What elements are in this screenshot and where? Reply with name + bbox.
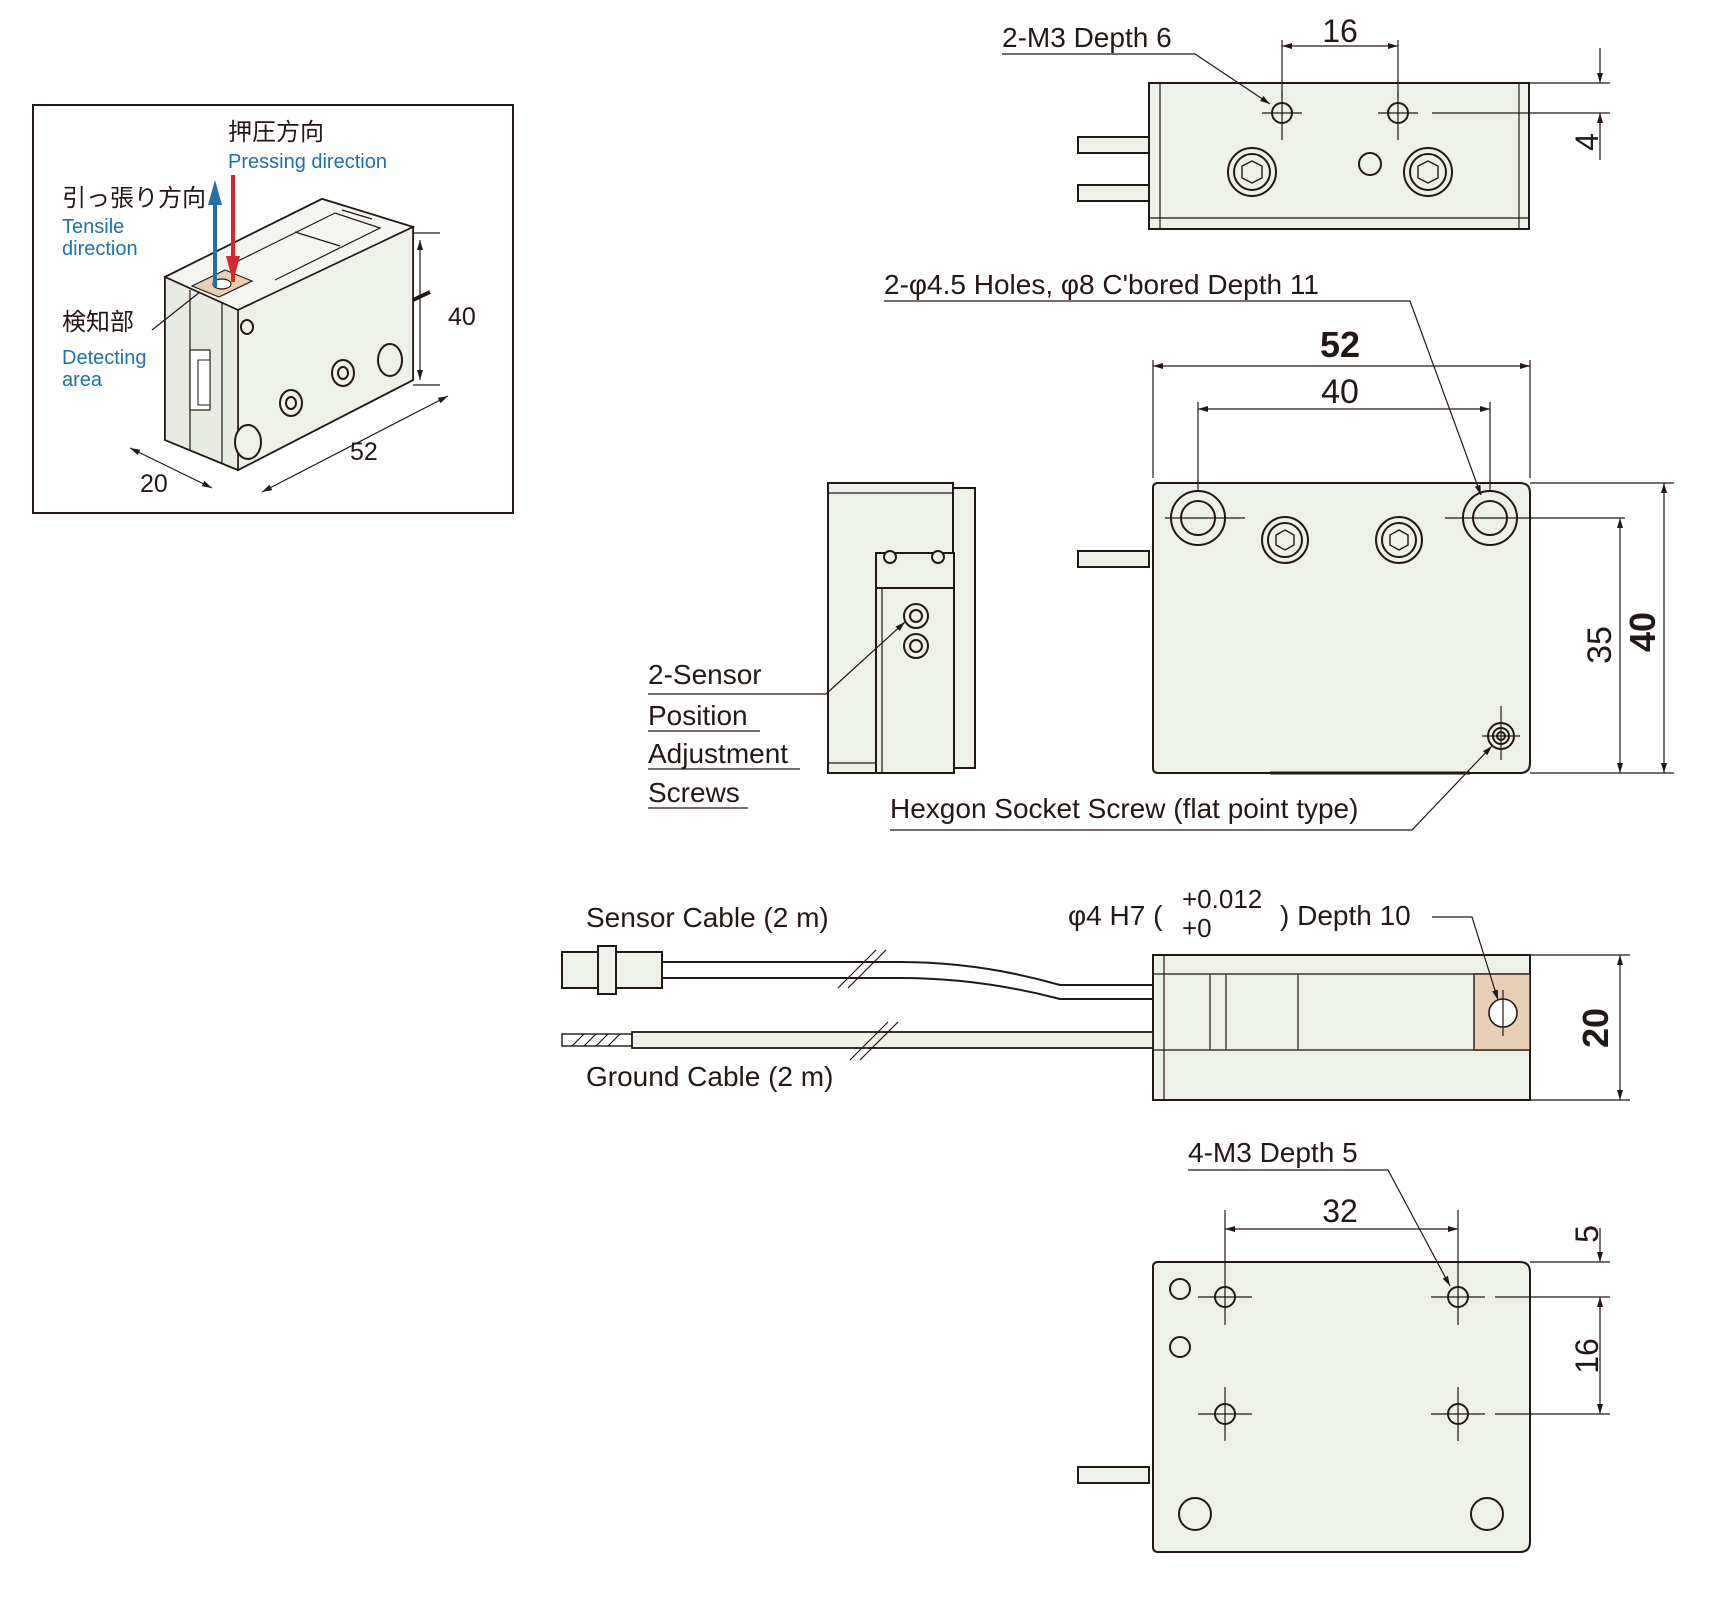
front-view: 52 40 35 40 2-φ4.5 Holes, φ8 C'bored Dep… [884, 269, 1674, 831]
top-view: 16 2-M3 Depth 6 4 [1002, 13, 1610, 230]
h7-tol-lower: +0 [1182, 913, 1212, 943]
detecting-en-1: Detecting [62, 347, 147, 369]
rear-dim-offset: 5 [1569, 1225, 1605, 1243]
rear-view: 32 4-M3 Depth 5 5 16 [1077, 1137, 1610, 1553]
front-dim-hole-height: 35 [1581, 626, 1619, 664]
iso-dim-width: 20 [140, 470, 168, 498]
bottom-view-body [1152, 954, 1531, 1101]
side-callout-2: Position [648, 700, 748, 731]
tensile-arrow [208, 180, 222, 205]
front-callout-holes: 2-φ4.5 Holes, φ8 C'bored Depth 11 [884, 269, 1319, 300]
h7-hole-prefix: φ4 H7 ( [1068, 900, 1163, 931]
front-dim-overall-height: 40 [1622, 612, 1663, 652]
ground-cable-label: Ground Cable (2 m) [586, 1061, 833, 1092]
front-view-body [1152, 482, 1531, 774]
pressing-en: Pressing direction [228, 151, 387, 173]
sensor-cable-label: Sensor Cable (2 m) [586, 902, 829, 933]
isometric-view: 押圧方向 Pressing direction 引っ張り方向 Tensile d… [32, 104, 514, 514]
iso-dim-height: 40 [448, 303, 476, 331]
bottom-dim-thickness: 20 [1575, 1008, 1616, 1048]
front-dim-overall-width: 52 [1320, 324, 1360, 365]
tensile-jp: 引っ張り方向 [62, 185, 206, 212]
h7-hole-suffix: ) Depth 10 [1280, 900, 1411, 931]
side-callout-4: Screws [648, 777, 740, 808]
rear-dim-pitch-x: 32 [1322, 1193, 1358, 1229]
detecting-en-2: area [62, 369, 103, 391]
pressing-arrow [226, 256, 240, 282]
h7-tol-upper: +0.012 [1182, 884, 1262, 914]
front-dim-hole-pitch: 40 [1321, 373, 1359, 411]
front-callout-screw: Hexgon Socket Screw (flat point type) [890, 793, 1358, 824]
tensile-en-2: direction [62, 238, 138, 260]
side-view: 2-Sensor Position Adjustment Screws [648, 482, 976, 809]
top-view-body [1148, 82, 1530, 230]
detecting-jp: 検知部 [62, 309, 134, 336]
iso-dim-length: 52 [350, 438, 378, 466]
side-callout-1: 2-Sensor [648, 659, 762, 690]
top-callout: 2-M3 Depth 6 [1002, 22, 1172, 53]
bottom-view: Sensor Cable (2 m) Ground Cable (2 m) φ4… [561, 884, 1630, 1101]
rear-view-body [1152, 1261, 1531, 1553]
top-dim-pitch: 16 [1322, 13, 1358, 49]
pressing-jp: 押圧方向 [228, 119, 324, 146]
rear-dim-pitch-y: 16 [1569, 1338, 1605, 1374]
tensile-en-1: Tensile [62, 216, 124, 238]
rear-callout: 4-M3 Depth 5 [1188, 1137, 1358, 1168]
side-callout-3: Adjustment [648, 738, 788, 769]
top-dim-offset: 4 [1569, 133, 1605, 151]
